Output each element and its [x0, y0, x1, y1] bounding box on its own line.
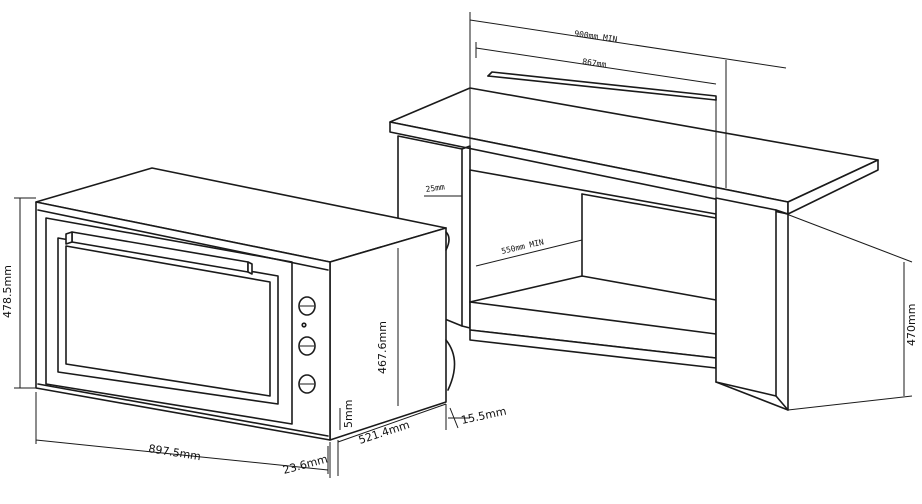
- oven-front-panel: [35, 201, 331, 441]
- dimension-lines: [14, 12, 913, 478]
- dim-label-cutout-width-min: 900mm MIN: [574, 29, 618, 44]
- dim-label-body-height: 467.6mm: [376, 321, 389, 374]
- dim-label-width-oven: 897.5mm: [148, 442, 202, 463]
- dim-label-front-depth: 23.6mm: [281, 452, 329, 476]
- dim-label-height-oven: 478.5mm: [1, 265, 14, 318]
- dim-label-cutout-height: 470mm: [905, 304, 918, 346]
- dim-label-panel-gap: 5mm: [342, 400, 355, 428]
- dim-label-side-offset: 15.5mm: [460, 405, 508, 427]
- control-knob-top[interactable]: [298, 296, 316, 316]
- indicator-light: [301, 322, 307, 328]
- dim-label-inner-width: 867mm: [582, 57, 607, 69]
- control-knob-middle[interactable]: [298, 336, 316, 356]
- oven-door-glass-outer: [45, 217, 293, 425]
- dim-label-top-gap: 25mm: [425, 182, 446, 194]
- countertop-right-edge: [787, 159, 879, 215]
- control-knob-bottom[interactable]: [298, 374, 316, 394]
- oven: [35, 167, 456, 441]
- cabinet: [389, 12, 879, 411]
- cabinet-right-panel: [715, 197, 777, 397]
